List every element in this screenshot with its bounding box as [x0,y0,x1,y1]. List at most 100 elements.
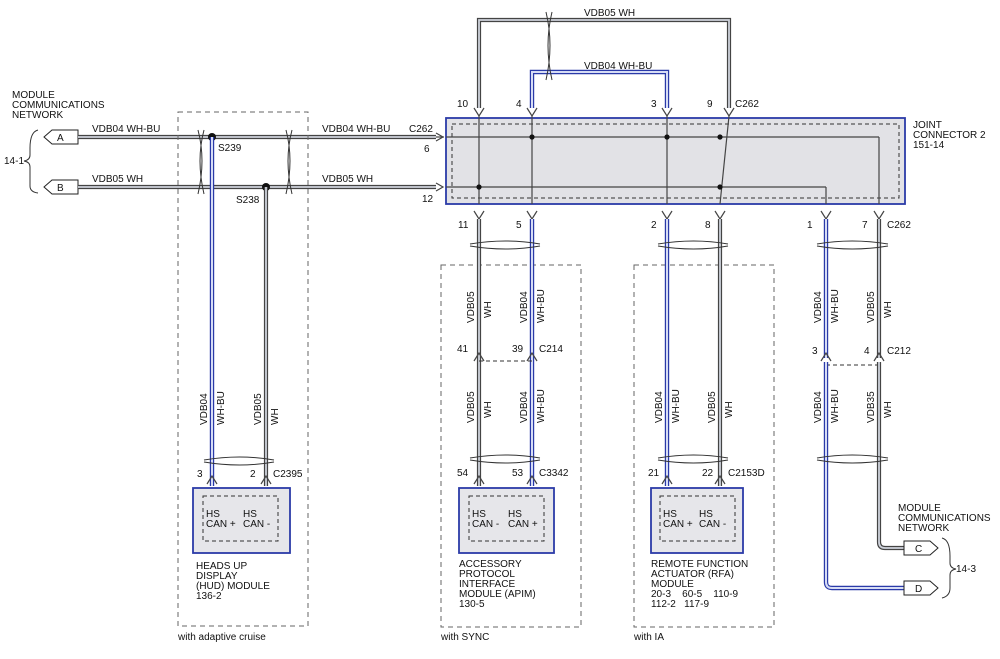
apim-option-box [440,264,582,628]
pin-2: 2 [651,220,657,231]
rfa-twist-top [657,240,729,250]
wire-b-right-label: VDB05 WH [322,174,373,185]
apim-twist-bottom [469,454,541,464]
rfa-name-line2: ACTUATOR (RFA) [651,569,734,580]
connector-d-shape [903,580,939,596]
bus-twist-left [197,129,205,195]
apim-pin-b-line1: HS [508,509,522,520]
apim-lower-b-circuit: VDB04 [519,391,530,423]
hud-option-label: with adaptive cruise [177,632,266,643]
rfa-inner-connector [659,495,736,542]
pin53-arrow [526,474,538,485]
connector-c3342: C3342 [539,468,569,479]
pin-1: 1 [807,220,813,231]
rfa-option-label: with IA [633,632,664,643]
hud-name-line4: 136-2 [196,591,222,602]
hud-option-box [177,111,309,627]
rfa-pin-a-line2: CAN + [663,519,693,530]
network-right-line2: COMMUNICATIONS [898,513,991,524]
rfa-wire-a-color: WH-BU [671,389,682,423]
connector-d-label: D [915,584,922,595]
apim-twist-top [469,240,541,250]
pin7-arrow [873,210,885,221]
hud-name-line2: DISPLAY [196,571,238,582]
right-twist-top [816,240,889,250]
pin-12: 12 [422,194,434,205]
network-left-line2: COMMUNICATIONS [12,100,105,111]
rfa-name-line5: 112-2 117-9 [651,599,709,610]
top-loop-twist [545,11,553,81]
pin-53: 53 [512,468,524,479]
joint-connector-inner [451,123,900,199]
pin21-arrow [661,474,673,485]
apim-upper-b-circuit: VDB04 [519,291,530,323]
pin11-arrow [473,210,485,221]
connector-a-label: A [57,133,64,144]
hud-pin2-arrow [260,474,272,485]
hud-pin-3: 3 [197,469,203,480]
hud-wire-b-circuit: VDB05 [253,393,264,425]
rfa-name-line3: MODULE [651,579,694,590]
pin-6: 6 [424,144,430,155]
rfa-wire-a-circuit: VDB04 [654,391,665,423]
pin-11: 11 [458,220,469,231]
joint-connector-box [445,117,906,205]
apim-pin-b-line2: CAN + [508,519,538,530]
pin-8: 8 [705,220,711,231]
joint-connector-line3: 151-14 [913,140,945,151]
top-loop-vdb04-label: VDB04 WH-BU [584,61,652,72]
pin4b-arrow [873,351,885,362]
right-brace [941,537,957,599]
right-upper-a-color: WH-BU [830,289,841,323]
connector-c212: C212 [887,346,911,357]
hud-pin-2: 2 [250,469,256,480]
rfa-option-box [633,264,775,628]
wire-a-right-label: VDB04 WH-BU [322,124,390,135]
right-upper-a-circuit: VDB04 [813,291,824,323]
apim-name-line4: MODULE (APIM) [459,589,536,600]
pin22-arrow [714,474,726,485]
pin9-arrow [723,107,735,118]
pin-10: 10 [457,99,469,110]
pin-39: 39 [512,344,524,355]
connector-c262-left: C262 [409,124,433,135]
connector-c2395: C2395 [273,469,303,480]
left-brace [23,129,39,194]
rfa-twist-bottom [657,454,729,464]
rfa-pin-a-line1: HS [663,509,677,520]
bus-twist-right [285,129,293,195]
pin-3b: 3 [812,346,818,357]
rfa-name-line1: REMOTE FUNCTION [651,559,748,570]
right-lower-b-circuit: VDB35 [866,391,877,423]
network-right-line3: NETWORK [898,523,949,534]
apim-name-line5: 130-5 [459,599,485,610]
pin41-arrow [473,351,485,362]
apim-name-line3: INTERFACE [459,579,515,590]
apim-lower-b-color: WH-BU [536,389,547,423]
pin39-arrow [526,351,538,362]
apim-upper-b-color: WH-BU [536,289,547,323]
connector-c262-top: C262 [735,99,759,110]
rfa-module-box [650,487,744,554]
splice-s238-label: S238 [236,195,260,206]
pin-9: 9 [707,99,713,110]
rfa-name-line4: 20-3 60-5 110-9 [651,589,739,600]
network-right-ref: 14-3 [956,564,976,575]
hud-wire-a-circuit: VDB04 [199,393,210,425]
pin3b-arrow [820,351,832,362]
right-upper-b-circuit: VDB05 [866,291,877,323]
hud-inner-connector [202,495,279,542]
apim-module-box [458,487,555,554]
apim-name-line1: ACCESSORY [459,559,522,570]
connector-c2153d: C2153D [728,468,765,479]
hud-wire-a-color: WH-BU [216,391,227,425]
joint-connector-line2: CONNECTOR 2 [913,130,986,141]
connector-c-shape [903,540,939,556]
pin-5: 5 [516,220,522,231]
pin-21: 21 [648,468,660,479]
pin-3: 3 [651,99,657,110]
rfa-pin-b-line1: HS [699,509,713,520]
pin54-arrow [473,474,485,485]
apim-inner-connector [468,495,545,542]
